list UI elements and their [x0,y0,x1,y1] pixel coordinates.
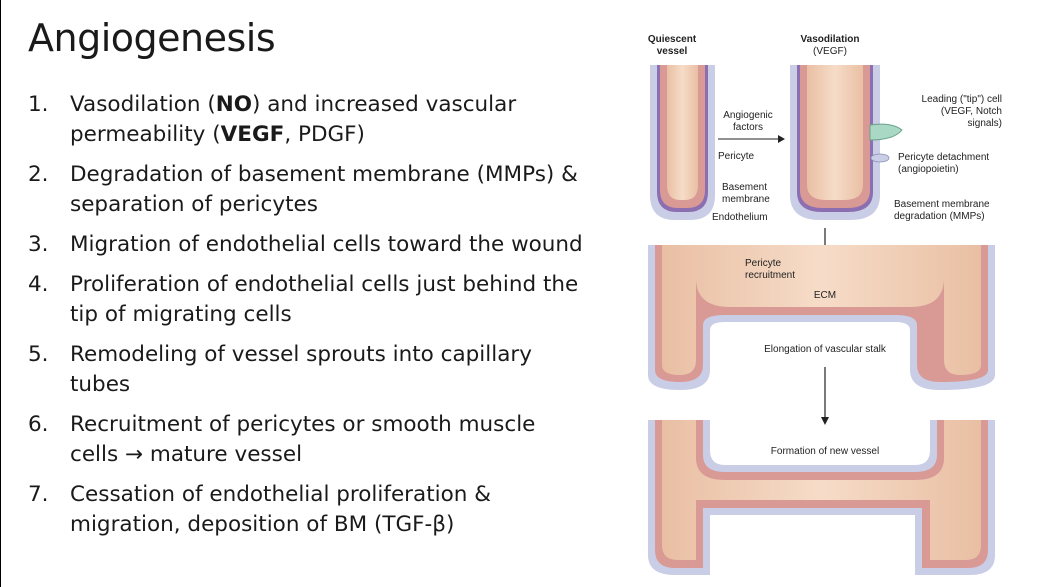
label-quiescent-2: vessel [657,46,688,57]
label-tip-2: (VEGF, Notch [941,106,1002,117]
label-quiescent-1: Quiescent [648,34,697,45]
slide-title: Angiogenesis [28,16,276,60]
label-bm-deg-1: Basement membrane [894,199,990,210]
step-number: 5. [28,342,49,367]
label-angiogenic-2: factors [733,122,763,133]
label-vasodilation-2: (VEGF) [813,46,847,57]
label-endothelium: Endothelium [712,212,768,223]
label-vasodilation-1: Vasodilation [801,34,860,45]
label-basement-1: Basement [722,182,767,193]
label-ecm: ECM [814,290,836,301]
step-item: 4. Proliferation of endothelial cells jus… [28,270,588,330]
new-vessel [648,420,995,575]
steps-list: 1. Vasodilation (NO) and increased vascul… [28,90,588,550]
label-angiogenic-1: Angiogenic [723,110,772,121]
step-text: Vasodilation ( [70,92,216,117]
step-text: Recruitment of pericytes or smooth muscl… [70,412,536,467]
step-number: 6. [28,412,49,437]
slide-border [0,0,1,587]
label-pericyte: Pericyte [718,151,755,162]
diagram-svg: Quiescent vessel Vasodilation (VEGF) Ang… [648,34,1002,575]
label-tip-1: Leading ("tip") cell [922,94,1002,105]
step-item: 7. Cessation of endothelial proliferation… [28,480,588,540]
step-item: 1. Vasodilation (NO) and increased vascul… [28,90,588,150]
step-number: 4. [28,272,49,297]
step-number: 7. [28,482,49,507]
step-text: Remodeling of vessel sprouts into capill… [70,342,532,397]
label-basement-2: membrane [722,194,770,205]
label-detach-2: (angiopoietin) [898,164,959,175]
step-text: Proliferation of endothelial cells just … [70,272,579,327]
down-arrow-2-head [821,417,829,425]
label-tip-3: signals) [968,118,1002,129]
step-bold-term: VEGF [220,122,285,147]
step-number: 1. [28,92,49,117]
step-number: 3. [28,232,49,257]
angiogenesis-diagram: Quiescent vessel Vasodilation (VEGF) Ang… [630,30,1010,580]
angiogenic-arrowhead [778,135,785,143]
label-recruit-2: recruitment [745,270,795,281]
label-elongation: Elongation of vascular stalk [764,344,887,355]
step-bold-term: NO [215,92,253,117]
step-item: 5. Remodeling of vessel sprouts into capi… [28,340,588,400]
label-detach-1: Pericyte detachment [898,152,989,163]
step-item: 3. Migration of endothelial cells toward … [28,230,588,260]
label-bm-deg-2: degradation (MMPs) [894,211,985,222]
step-item: 2. Degradation of basement membrane (MMPs… [28,160,588,220]
tip-cell-shape [869,123,903,141]
vasodilated-vessel [790,65,903,220]
label-recruit-1: Pericyte [745,258,782,269]
step-text: Degradation of basement membrane (MMPs) … [70,162,578,217]
sprouting-vessel [648,245,995,390]
step-text: , PDGF) [284,122,365,147]
label-new-vessel: Formation of new vessel [771,446,879,457]
detached-pericyte-shape [870,153,890,163]
step-text: Migration of endothelial cells toward th… [70,232,583,257]
step-text: Cessation of endothelial proliferation &… [70,482,491,537]
step-number: 2. [28,162,49,187]
step-text: ) and increased vascular permeability ( [70,92,517,147]
step-item: 6. Recruitment of pericytes or smooth mus… [28,410,588,470]
quiescent-vessel [650,65,715,220]
